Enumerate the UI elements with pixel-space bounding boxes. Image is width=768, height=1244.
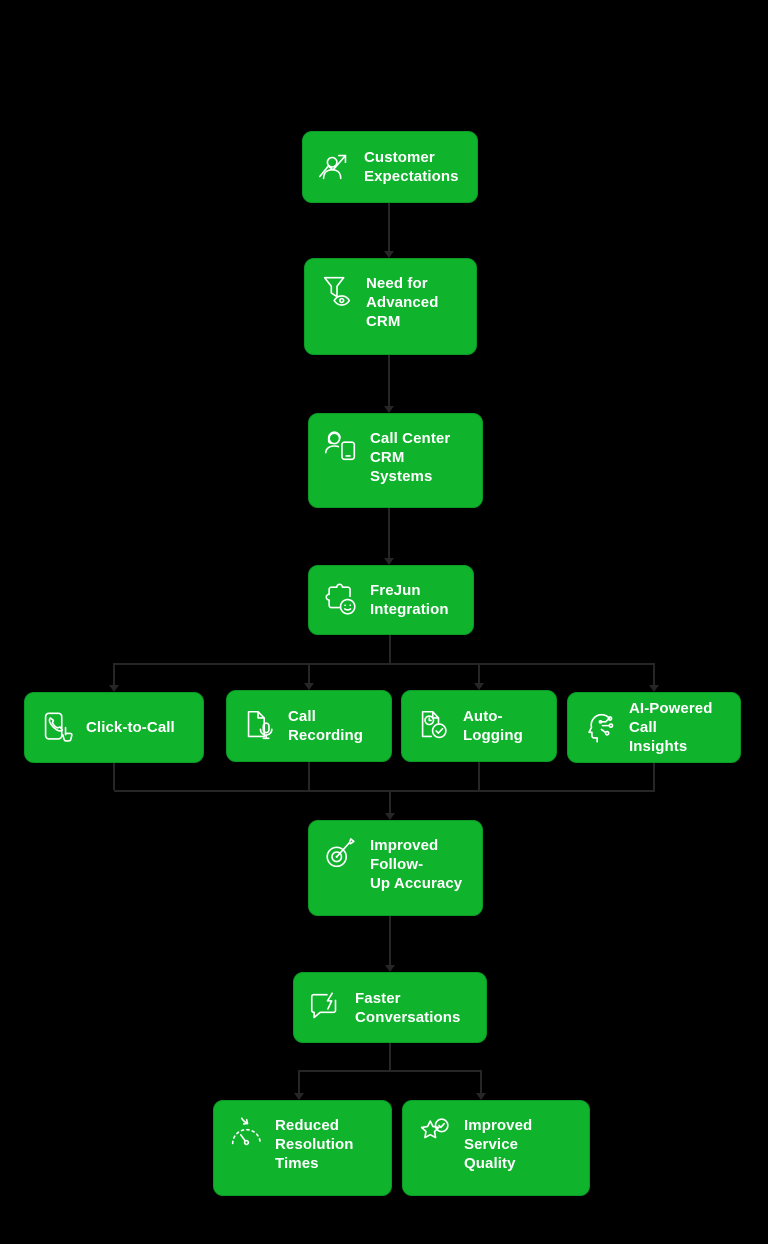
- node-faster-conversations: Faster Conversations: [293, 972, 487, 1043]
- arrowhead-icon: [476, 1093, 486, 1100]
- target-dart-icon: [326, 838, 355, 868]
- node-label: Click-to-Call: [86, 719, 175, 736]
- connector: [389, 916, 391, 966]
- node-label: Call Recording: [288, 708, 364, 744]
- click-to-call-icon: [44, 711, 73, 742]
- node-improved-service-quality: Improved Service Quality: [402, 1100, 590, 1196]
- connector: [113, 763, 115, 790]
- arrowhead-icon: [384, 251, 394, 258]
- ai-head-circuit-icon: [588, 713, 614, 743]
- person-growth-icon: [318, 154, 347, 180]
- node-label: Customer Expectations: [364, 149, 459, 185]
- connector: [388, 355, 390, 407]
- arrowhead-icon: [385, 965, 395, 972]
- node-label: Reduced Resolution Times: [275, 1117, 354, 1172]
- connector: [480, 1070, 482, 1094]
- node-call-recording: Call Recording: [226, 690, 392, 762]
- connector: [114, 663, 655, 665]
- chat-lightning-icon: [310, 991, 337, 1018]
- node-call-center-crm-systems: Call Center CRM Systems: [308, 413, 483, 508]
- arrowhead-icon: [649, 685, 659, 692]
- node-click-to-call: Click-to-Call: [24, 692, 204, 763]
- node-label: Call Center CRM Systems: [370, 430, 451, 485]
- node-ai-powered-call-insights: AI-Powered Call Insights: [567, 692, 741, 763]
- arrowhead-icon: [384, 406, 394, 413]
- connector: [653, 663, 655, 686]
- star-check-icon: [420, 1118, 449, 1139]
- node-need-for-advanced-crm: Need for Advanced CRM: [304, 258, 477, 355]
- node-reduced-resolution-times: Reduced Resolution Times: [213, 1100, 392, 1196]
- connector: [308, 663, 310, 684]
- node-auto-logging: Auto-Logging: [401, 690, 557, 762]
- arrowhead-icon: [109, 685, 119, 692]
- connector: [388, 203, 390, 252]
- connector: [299, 1070, 481, 1072]
- support-agent-device-icon: [324, 431, 356, 461]
- connector: [389, 790, 391, 814]
- connector: [388, 508, 390, 559]
- connector: [114, 790, 655, 792]
- connector: [478, 663, 480, 684]
- connector: [389, 635, 391, 663]
- arrowhead-icon: [304, 683, 314, 690]
- document-microphone-icon: [247, 710, 273, 740]
- node-label: AI-Powered Call Insights: [629, 700, 713, 755]
- funnel-eye-icon: [323, 276, 351, 306]
- node-label: Auto-Logging: [463, 708, 523, 744]
- arrowhead-icon: [384, 558, 394, 565]
- arrowhead-icon: [474, 683, 484, 690]
- connector: [653, 763, 655, 790]
- document-clock-check-icon: [421, 710, 447, 739]
- node-label: Faster Conversations: [355, 989, 461, 1026]
- node-label: Improved Service Quality: [464, 1117, 533, 1172]
- arrowhead-icon: [385, 813, 395, 820]
- puzzle-integration-icon: [325, 583, 356, 615]
- node-customer-expectations: Customer Expectations: [302, 131, 478, 203]
- connector: [389, 1043, 391, 1070]
- gauge-decrease-icon: [231, 1117, 262, 1146]
- connector: [478, 762, 480, 790]
- node-improved-follow-up-accuracy: Improved Follow- Up Accuracy: [308, 820, 483, 916]
- connector: [113, 663, 115, 686]
- node-frejun-integration: FreJun Integration: [308, 565, 474, 635]
- connector: [298, 1070, 300, 1094]
- node-label: Improved Follow- Up Accuracy: [370, 837, 463, 892]
- connector: [308, 762, 310, 790]
- arrowhead-icon: [294, 1093, 304, 1100]
- node-label: Need for Advanced CRM: [366, 275, 439, 330]
- node-label: FreJun Integration: [370, 582, 449, 618]
